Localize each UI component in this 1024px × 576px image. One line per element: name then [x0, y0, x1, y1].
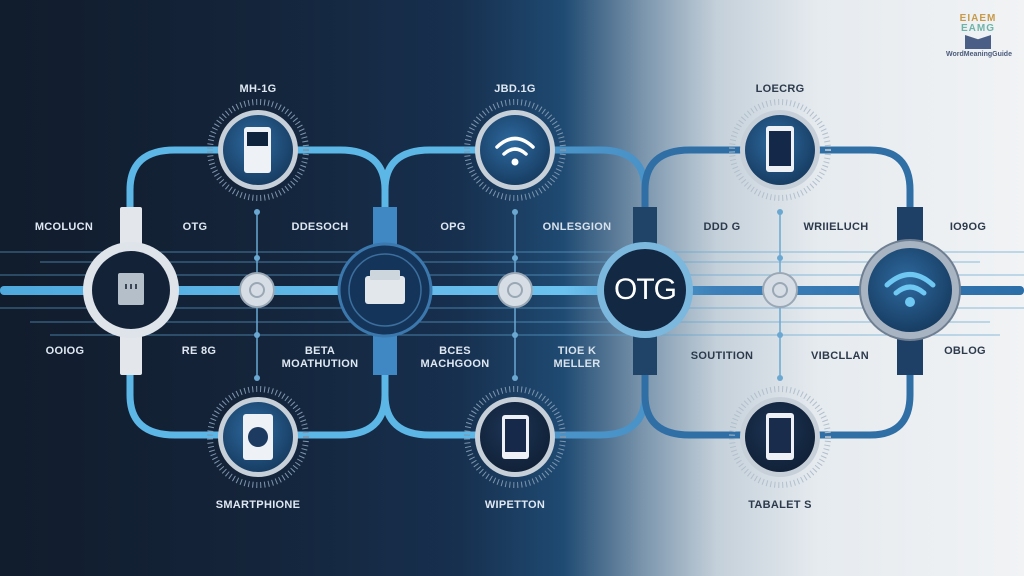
lower-label: TIOE K MELLER — [553, 345, 601, 370]
bottom-node-tablet — [729, 386, 831, 488]
top-node-label: LOECRG — [755, 83, 805, 95]
upper-label: DDESOCH — [291, 221, 349, 233]
logo-letters: EAMG — [961, 23, 995, 34]
top-node-label: MH-1G — [239, 83, 277, 95]
upper-label: WRIIELUCH — [803, 221, 869, 233]
lower-label: BETA MOATHUTION — [281, 345, 359, 370]
lower-label: OBLOG — [944, 345, 986, 357]
top-node-label: JBD.1G — [494, 83, 536, 95]
logo-brand: WordMeaningGuide — [946, 51, 1012, 58]
lower-label: SOUTITION — [690, 350, 754, 362]
lower-label: VIBCLLAN — [810, 350, 870, 362]
upper-label: ONLESGION — [542, 221, 612, 233]
lower-label: BCES MACHGOON — [420, 345, 490, 370]
book-icon — [965, 35, 991, 49]
upper-label: DDD G — [703, 221, 741, 233]
hub-usb-adapter — [337, 242, 433, 338]
upper-label: MCOLUCN — [34, 221, 94, 233]
logo-letters: EIAEM — [959, 13, 997, 24]
otg-badge-text: OTG — [614, 273, 677, 306]
top-node-wifi — [464, 99, 566, 201]
lower-label: RE 8G — [181, 345, 217, 357]
bottom-node-label: SMARTPHIONE — [215, 499, 301, 511]
upper-label: IO9OG — [949, 221, 987, 233]
upper-label: OPG — [440, 221, 466, 233]
junction-nodes — [239, 272, 798, 308]
hub-wifi — [859, 239, 961, 341]
bottom-node-phone-card — [207, 386, 309, 488]
hub-otg — [597, 242, 693, 338]
watermark-logo: EIAEM EAMG WordMeaningGuide — [946, 13, 1012, 66]
lower-label: OOIOG — [45, 345, 85, 357]
upper-label: OTG — [182, 221, 208, 233]
bottom-node-label: TABALET S — [748, 499, 812, 511]
bottom-node-smartphone — [464, 386, 566, 488]
hub-socket — [83, 242, 179, 338]
top-node-tablet — [729, 99, 831, 201]
loop-cables — [126, 146, 914, 439]
bottom-node-label: WIPETTON — [484, 499, 546, 511]
top-node-phone — [207, 99, 309, 201]
